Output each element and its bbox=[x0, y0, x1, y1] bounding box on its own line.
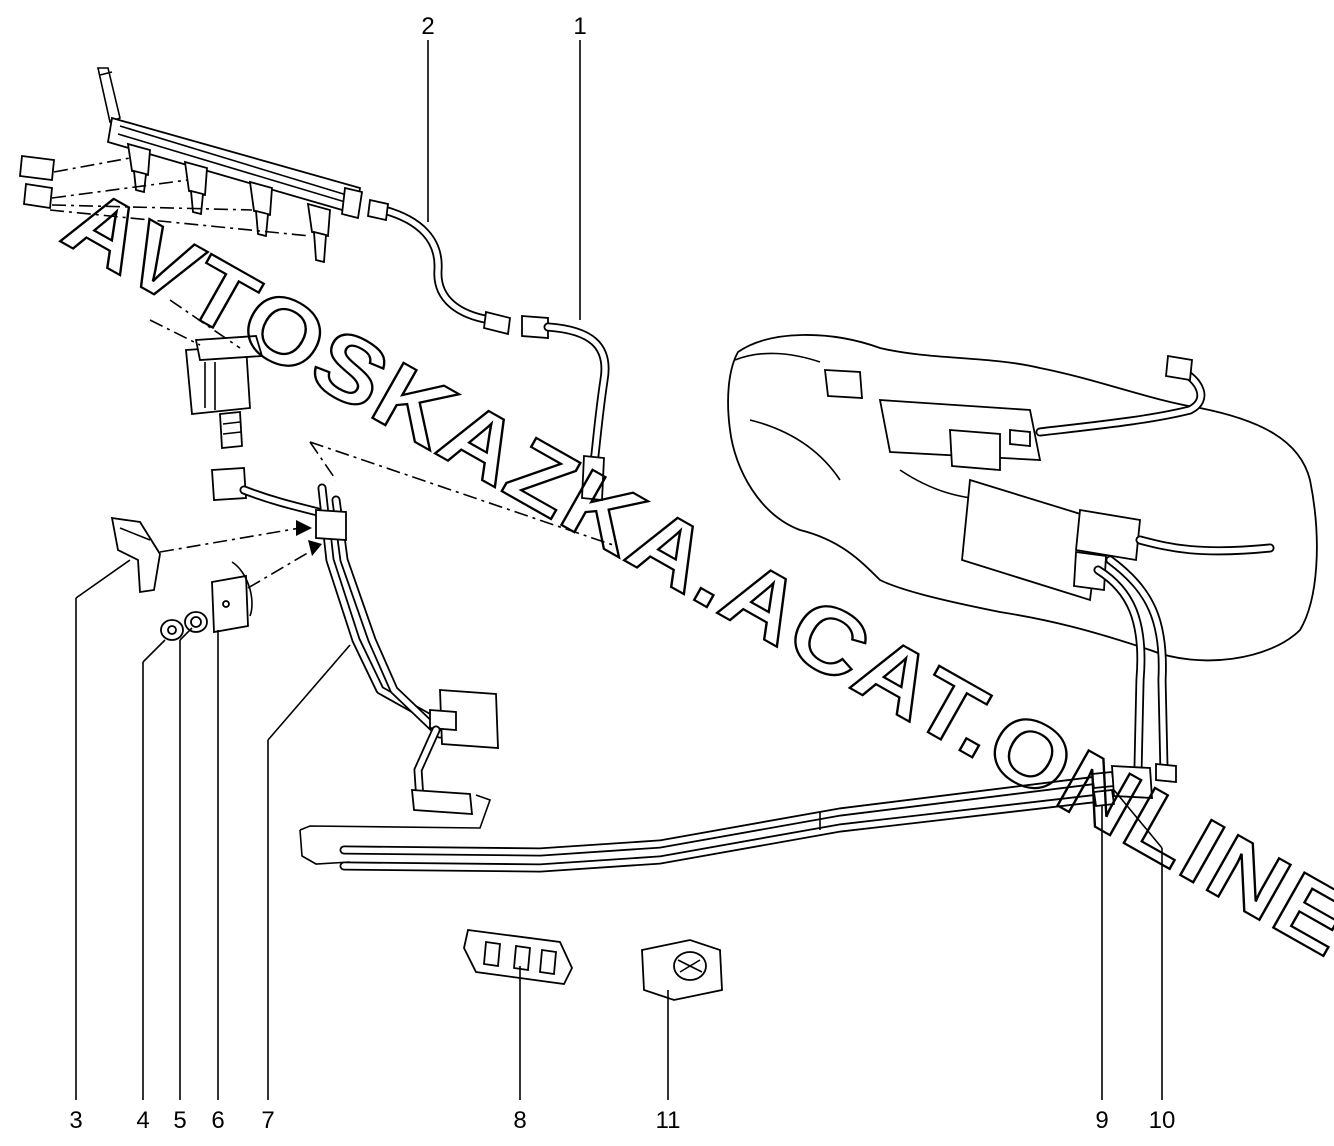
leader-lines bbox=[75, 40, 1163, 1100]
callout-2: 2 bbox=[421, 13, 434, 40]
clip-11 bbox=[641, 939, 723, 1001]
clip-8 bbox=[463, 929, 573, 985]
clip-plate-6 bbox=[211, 540, 322, 634]
callout-4: 4 bbox=[136, 1107, 149, 1134]
callout-6: 6 bbox=[211, 1107, 224, 1134]
fuel-tank-assembly bbox=[727, 334, 1318, 799]
fuel-hose-2 bbox=[367, 198, 511, 336]
washer-5 bbox=[184, 611, 208, 633]
nut-4 bbox=[160, 619, 184, 641]
dash-dot-guide bbox=[309, 441, 617, 547]
callout-3: 3 bbox=[69, 1107, 82, 1134]
callout-5: 5 bbox=[173, 1107, 186, 1134]
fuel-hose-1 bbox=[521, 315, 610, 501]
callout-labels: 2 1 3 4 5 6 7 8 11 9 10 bbox=[69, 13, 1175, 1134]
underbody-fuel-lines bbox=[299, 771, 1116, 873]
fuel-line-7 bbox=[211, 467, 499, 815]
callout-9: 9 bbox=[1095, 1107, 1108, 1134]
callout-1: 1 bbox=[573, 13, 586, 40]
fuel-rail-assembly bbox=[19, 67, 364, 449]
callout-8: 8 bbox=[513, 1107, 526, 1134]
callout-7: 7 bbox=[261, 1107, 274, 1134]
callout-10: 10 bbox=[1149, 1107, 1176, 1134]
bracket-3 bbox=[110, 516, 312, 594]
callout-11: 11 bbox=[656, 1107, 681, 1134]
